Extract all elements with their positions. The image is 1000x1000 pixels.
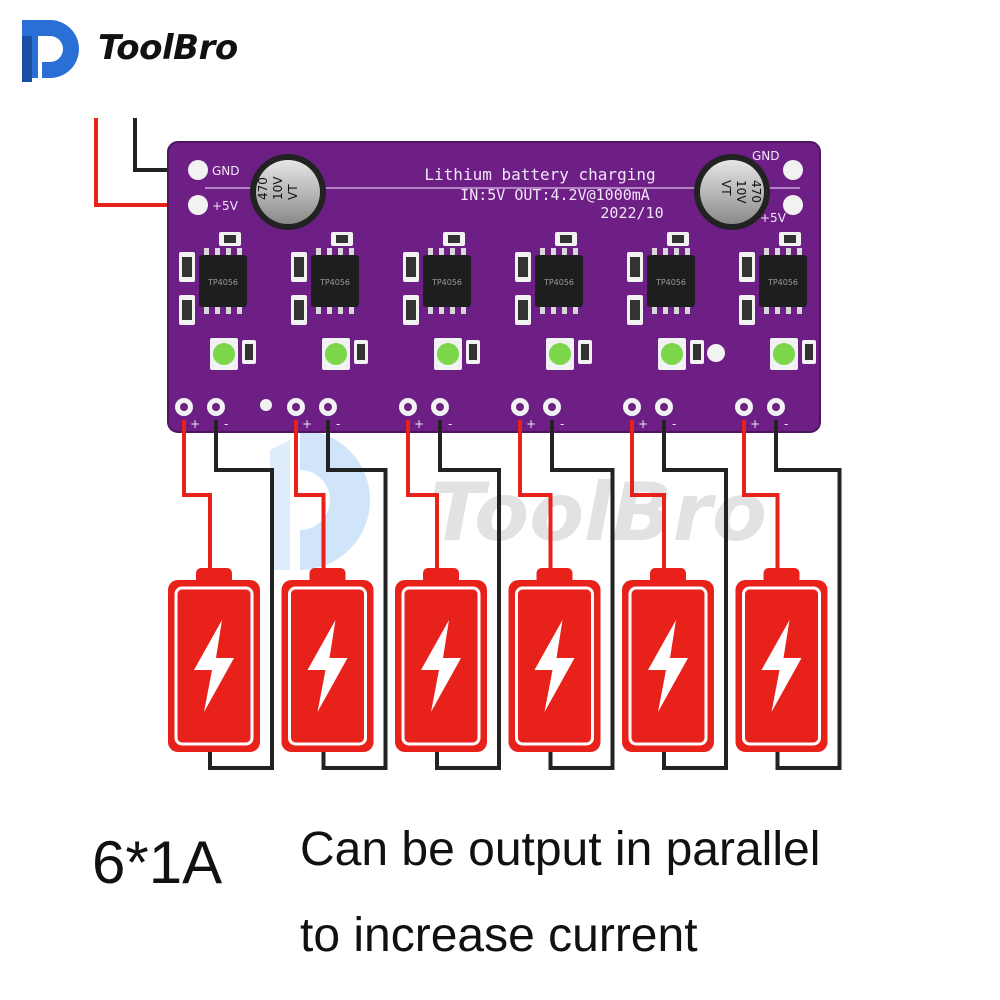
brand-name: ToolBro [98,28,238,68]
status-led-4 [549,343,571,365]
status-led-5 [661,343,683,365]
svg-text:-: - [672,417,676,431]
positive-wire-6 [742,420,780,568]
channel-1: TP4056 + - [175,232,256,431]
svg-text:+: + [526,417,536,431]
battery-icon-6 [735,568,828,752]
svg-text:+: + [750,417,760,431]
status-led-2 [325,343,347,365]
battery-icon-2 [281,568,374,752]
battery-icon-3 [395,568,487,752]
charging-channels: TP4056 + - TP4056 + - TP4056 + - TP4056 + - TP4056 + -… [175,232,816,431]
svg-text:TP4056: TP4056 [767,278,798,287]
watermark-text: ToolBro [430,466,767,559]
negative-wire-2 [321,420,388,770]
lightning-icon-4 [534,620,575,712]
gnd-pad [188,160,208,180]
board-date: 2022/10 [600,204,663,222]
negative-wire-1 [208,420,274,770]
positive-wire-4 [518,420,553,568]
svg-text:-: - [560,417,564,431]
charger-chip-1 [199,255,247,307]
positive-wire-5 [630,420,666,568]
watermark: ToolBro [270,430,767,570]
status-led-6 [773,343,795,365]
cap-left-value: 470 [256,177,270,200]
svg-text:+: + [302,417,312,431]
vcc-pad [188,195,208,215]
svg-text:-: - [336,417,340,431]
svg-text:+: + [190,417,200,431]
charger-chip-6 [759,255,807,307]
vcc-label-right: +5V [760,211,787,225]
positive-wire-3 [406,420,439,568]
negative-wire-4 [548,420,615,770]
svg-text:TP4056: TP4056 [655,278,686,287]
svg-text:TP4056: TP4056 [207,278,238,287]
status-led-3 [437,343,459,365]
battery-icon-1 [168,568,260,752]
battery-row [168,568,828,752]
svg-text:TP4056: TP4056 [319,278,350,287]
cap-left-voltage: 10V [271,176,285,200]
gnd-pad-right [783,160,803,180]
lightning-icon-6 [761,620,802,712]
channel-3: TP4056 + - [399,232,480,431]
charger-chip-3 [423,255,471,307]
caption-line-2: to increase current [300,909,698,962]
channel-4: TP4056 + - [511,232,592,431]
svg-text:-: - [784,417,788,431]
lightning-icon-5 [648,620,688,712]
svg-text:TP4056: TP4056 [431,278,462,287]
brand-logo-icon [22,20,79,82]
cap-right-voltage: 10V [734,180,748,204]
negative-wire-6 [774,420,842,770]
channel-2: TP4056 + - [287,232,368,431]
vcc-pad-right [783,195,803,215]
channel-5: TP4056 + - [623,232,704,431]
charger-chip-5 [647,255,695,307]
lightning-icon-3 [421,620,461,712]
vcc-label: +5V [212,199,239,213]
charger-chip-2 [311,255,359,307]
positive-wire-2 [294,420,326,568]
output-wires [182,420,842,770]
positive-wire-1 [182,420,212,568]
board-spec: IN:5V OUT:4.2V@1000mA [460,186,650,204]
battery-icon-4 [508,568,601,752]
battery-icon-5 [622,568,714,752]
rating-caption: 6*1A [92,829,223,896]
cap-right-series: VT [719,180,733,196]
board-title: Lithium battery charging [424,165,655,184]
caption-line-1: Can be output in parallel [300,823,821,876]
channel-6: TP4056 + - [735,232,816,431]
cap-right-value: 470 [749,180,763,203]
svg-text:TP4056: TP4056 [543,278,574,287]
gnd-label: GND [212,164,240,178]
lightning-icon-2 [307,620,348,712]
svg-text:-: - [224,417,228,431]
capacitor-left [250,154,326,230]
svg-text:+: + [638,417,648,431]
svg-text:-: - [448,417,452,431]
charger-chip-4 [535,255,583,307]
lightning-icon-1 [194,620,234,712]
cap-left-series: VT [286,184,300,200]
negative-wire-3 [435,420,501,770]
svg-text:+: + [414,417,424,431]
gnd-label-right: GND [752,149,780,163]
negative-wire-5 [662,420,728,770]
capacitor-right [694,154,770,230]
status-led-1 [213,343,235,365]
